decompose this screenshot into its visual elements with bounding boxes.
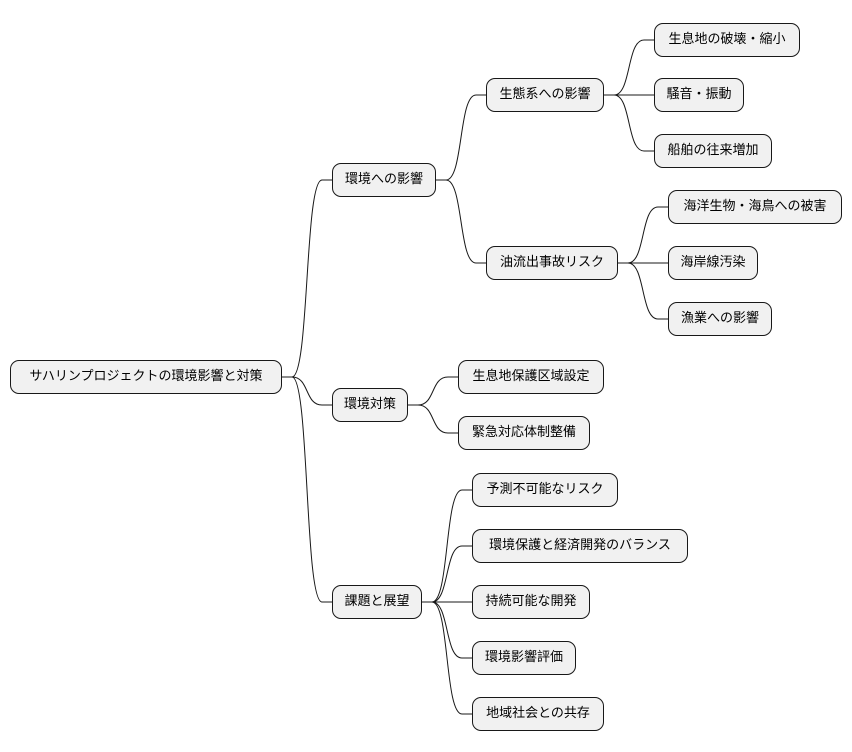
connector-leaf-fishery-impact	[618, 262, 668, 320]
connector-leaf-marine-life-damage	[618, 206, 668, 264]
leaf-coastline-pollution: 海岸線汚染	[668, 246, 758, 280]
leaf-fishery-impact: 漁業への影響	[668, 302, 772, 336]
leaf-habitat-destruction: 生息地の破壊・縮小	[654, 23, 800, 57]
node-oil-spill-risk: 油流出事故リスク	[486, 246, 618, 280]
connector-node-habitat-protection-zones	[408, 376, 458, 406]
node-balance-protection-development: 環境保護と経済開発のバランス	[472, 529, 688, 563]
connector-branch-environmental-impact	[282, 179, 332, 378]
leaf-ship-traffic: 船舶の往来増加	[654, 134, 772, 168]
branch-environmental-measures: 環境対策	[332, 388, 408, 422]
node-environmental-assessment: 環境影響評価	[472, 641, 576, 675]
connector-node-unpredictable-risk	[422, 489, 472, 603]
connector-node-community-coexistence	[422, 601, 472, 715]
connector-leaf-habitat-destruction	[604, 39, 654, 96]
root-node: サハリンプロジェクトの環境影響と対策	[10, 360, 282, 394]
connector-node-emergency-response	[408, 404, 458, 434]
connector-branch-environmental-measures	[282, 376, 332, 406]
leaf-noise-vibration: 騒音・振動	[654, 78, 744, 112]
node-sustainable-development: 持続可能な開発	[472, 585, 590, 619]
branch-environmental-impact: 環境への影響	[332, 163, 436, 197]
connector-node-oil-spill-risk	[436, 179, 486, 264]
connector-node-ecosystem-impact	[436, 94, 486, 181]
connector-node-balance-protection-development	[422, 545, 472, 603]
leaf-marine-life-damage: 海洋生物・海鳥への被害	[668, 190, 842, 224]
node-unpredictable-risk: 予測不可能なリスク	[472, 473, 618, 507]
node-ecosystem-impact: 生態系への影響	[486, 78, 604, 112]
branch-challenges-outlook: 課題と展望	[332, 585, 422, 619]
connector-branch-challenges-outlook	[282, 376, 332, 603]
connector-node-environmental-assessment	[422, 601, 472, 659]
node-habitat-protection-zones: 生息地保護区域設定	[458, 360, 604, 394]
node-emergency-response: 緊急対応体制整備	[458, 416, 590, 450]
node-community-coexistence: 地域社会との共存	[472, 697, 604, 731]
connector-leaf-ship-traffic	[604, 94, 654, 152]
